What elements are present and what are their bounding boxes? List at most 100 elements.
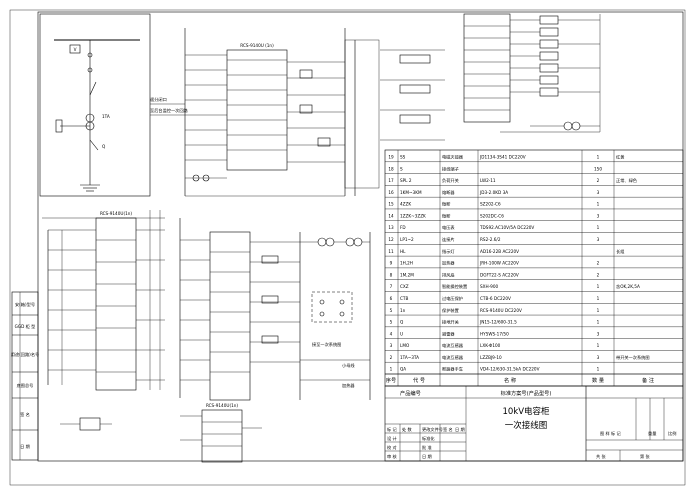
bom-cell-seq: 16 [388,190,394,195]
tb-count: 处 数 [402,426,413,433]
bom-cell-code: SS [400,154,406,159]
bom-cell-code: 1H,2H [400,261,413,266]
bom-cell-seq: 6 [390,296,393,301]
panel-bottom-label: RCS-9140U(1n) [206,403,238,408]
sheet-total: 共 张 [596,453,607,460]
bom-cell-model: SZ202-C6 [480,202,501,207]
bom-cell-note: 含OK,2K,5A [616,283,640,290]
tb-approve: 批 准 [422,444,432,451]
bom-cell-model: JRH-100W AC220V [479,261,519,266]
outer-frame [9,9,686,486]
line-label: 接至一次系统图 [312,341,341,348]
bom-cell-code: 1M,2M [400,272,414,277]
bom-cell-seq: 2 [390,355,393,360]
bom-cell-model: LZZBJ9-10 [480,355,502,360]
bom-header-seq: 序号 [386,376,396,384]
bom-cell-name: 负荷开关 [442,177,459,184]
bom-cell-qty: 2 [597,178,600,183]
bom-cell-qty: 1 [597,367,600,372]
sheet-no: 第 张 [640,453,651,460]
bom-header-note: 备 注 [642,376,654,384]
protection-schematic: RCS-9140U (1n) 遥分闭口 至后台监控一次回路 [150,28,346,197]
bom-cell-code: Q [400,320,404,325]
left-label-3: 底图总号 [17,382,34,389]
bom-cell-name: 熔断器 [442,189,455,196]
bom-cell-code: 4ZZK [400,202,411,207]
bom-cell-model: RS2-2.6/2 [480,237,501,242]
bom-cell-name: 连接片 [442,236,455,243]
bom-cell-model: SXH-900 [480,284,499,289]
bom-cell-name: 断路器手车 [442,366,463,373]
panel-top-label: RCS-9140U (1n) [240,43,274,48]
bom-cell-note: 长组 [616,248,624,255]
bom-cell-qty: 2 [597,272,600,277]
left-label-2: 用途(回路)名号 [11,351,39,358]
bom-cell-qty: 1 [597,225,600,230]
bom-header-name: 名 称 [504,376,516,384]
bom-cell-code: 1KM~3KM [400,190,422,195]
bom-cell-model: DGFT22-S AC220V [480,272,519,277]
bom-header-row: 序号 代 号 名 称 数 量 备 注 [385,373,683,384]
bom-cell-name: 电压表 [442,224,455,231]
bom-cell-seq: 12 [388,237,394,242]
bom-cell-name: 微断 [442,201,451,208]
drawing-title-1: 10kV电容柜 [502,406,550,417]
bom-cell-qty: 1 [597,202,600,207]
bom-cell-name: 微断 [442,212,451,219]
bom-cell-name: 加热器 [442,260,455,267]
bom-cell-seq: 17 [388,178,394,183]
bom-cell-name: 指示灯 [442,248,455,255]
bom-cell-seq: 8 [390,272,393,277]
drawing-title-2: 一次接线图 [505,420,548,431]
bom-cell-model: S202DC-C6 [480,213,504,218]
bom-cell-qty: 3 [597,213,600,218]
product-no-label: 产品编号 [400,389,421,397]
bom-cell-name: 电磁灭弧器 [442,153,464,160]
bom-cell-code: LMO [400,343,410,348]
bom-cell-code: 1n [400,308,406,313]
bom-cell-name: 智能操控装置 [442,283,467,290]
scale-label: 比例 [668,430,676,437]
lower-mid-schematic: RCS-9140U(1n) [179,218,300,463]
bom-cell-qty: 3 [597,331,600,336]
bom-cell-model: HY5WS-17/50 [480,331,509,336]
bom-cell-qty: 1 [597,308,600,313]
tb-review: 审 核 [387,453,398,460]
bom-cell-note: 带开关一次系统图 [616,354,650,361]
bom-cell-model: JN15-12/600-31.5 [479,320,517,325]
bom-cell-qty: 3 [597,237,600,242]
tb-standard: 标准化 [422,435,435,442]
bom-cell-name: 保护装置 [442,307,459,314]
svg-text:V: V [74,47,77,52]
bom-cell-note: 红黄 [616,153,624,160]
control-schematic [344,13,601,196]
bom-cell-seq: 1 [390,367,393,372]
bom-cell-code: U [400,331,403,336]
bom-cell-model: RCS-9140U DC220V [480,308,522,313]
bom-cell-code: CXZ [400,284,409,289]
drawing-mark: 图 样 标 记 [600,430,622,437]
bom-cell-name: 过电压保护 [442,295,463,302]
bom-cell-model: JD3-2.0KD 3A [479,190,508,195]
bom-cell-model: LXK-Φ100 [480,343,501,348]
bom-cell-seq: 3 [390,343,393,348]
bom-cell-code: FD [400,225,406,230]
tb-date2: 日 期 [422,454,432,460]
bom-cell-code: 1TA~3TA [400,355,419,360]
bom-cell-model: CTB-6 DC220V [480,296,511,301]
bom-cell-name: 接地开关 [442,319,459,326]
bom-cell-name: 避雷器 [442,330,455,337]
bom-cell-qty: 1 [597,154,600,159]
bom-cell-code: LP1~2 [400,237,414,242]
bom-cell-seq: 4 [390,331,393,336]
bom-cell-seq: 13 [388,225,394,230]
tb-check: 校 对 [387,444,397,451]
bom-cell-seq: 11 [388,249,394,254]
bom-cell-code: QA [400,367,406,372]
left-label-strip: 安(箱)型号 GGD 柜 型 用途(回路)名号 底图总号 签 名 日 期 [11,291,39,461]
bom-cell-qty: 1 [597,343,600,348]
bom-header-qty: 数 量 [592,376,604,384]
bom-cell-name: 电流互感器 [442,342,464,349]
bom-cell-model: AD16-22B AC220V [480,249,519,254]
